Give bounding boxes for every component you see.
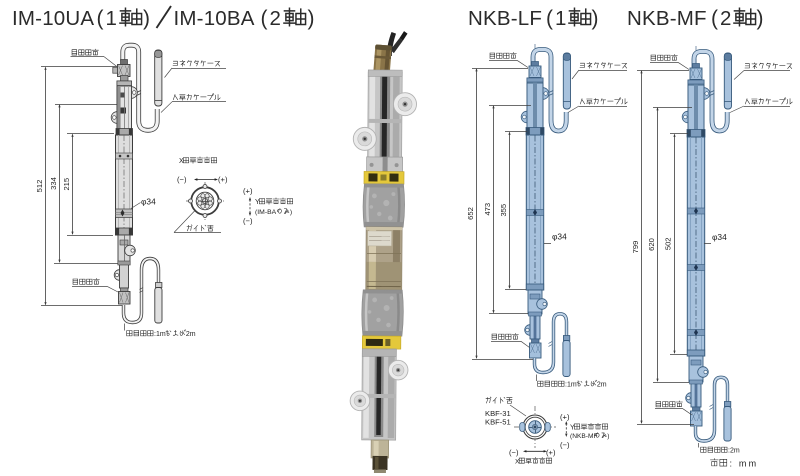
svg-text:): ) (143, 7, 150, 30)
svg-text:φ34: φ34 (712, 232, 727, 242)
svg-text:(: ( (711, 7, 718, 30)
svg-text::1m: :1m (154, 331, 166, 338)
svg-text:652: 652 (466, 207, 475, 220)
svg-text:KBF-51: KBF-51 (485, 418, 511, 427)
svg-text:(−): (−) (509, 448, 519, 457)
svg-text::1m: :1m (565, 382, 577, 389)
svg-text:355: 355 (499, 204, 508, 217)
svg-text:215: 215 (62, 178, 71, 191)
svg-text:X: X (179, 158, 184, 165)
svg-text:(: ( (261, 7, 268, 30)
svg-text:(+): (+) (546, 448, 556, 457)
svg-text:(+): (+) (560, 413, 570, 422)
svg-text:(+): (+) (218, 175, 228, 184)
svg-text:(: ( (546, 7, 553, 30)
svg-text:512: 512 (35, 180, 44, 193)
svg-text:φ34: φ34 (552, 232, 567, 242)
svg-text:620: 620 (647, 238, 656, 251)
svg-text:2m: 2m (597, 382, 607, 389)
svg-text:(−): (−) (560, 441, 570, 450)
svg-text:: mm: : mm (730, 459, 759, 469)
svg-text:NKB-MF: NKB-MF (627, 7, 707, 30)
svg-text:KBF-31: KBF-31 (485, 409, 511, 418)
svg-text:IM-10UA: IM-10UA (12, 7, 94, 30)
svg-text:): ) (757, 7, 764, 30)
svg-text:(−): (−) (177, 175, 187, 184)
svg-text:2: 2 (270, 7, 281, 30)
svg-text:NKB-LF: NKB-LF (468, 7, 542, 30)
svg-text:(+): (+) (243, 187, 253, 196)
svg-text:X: X (515, 458, 520, 465)
svg-text:(NKB-MF: (NKB-MF (570, 433, 597, 440)
svg-text:799: 799 (631, 241, 640, 254)
svg-text:φ34: φ34 (141, 197, 156, 207)
svg-text:(: ( (97, 7, 104, 30)
svg-text:473: 473 (483, 203, 492, 216)
svg-text:(IM-BA: (IM-BA (255, 209, 277, 216)
svg-text:334: 334 (49, 177, 58, 190)
svg-text:1: 1 (106, 7, 117, 30)
svg-text:502: 502 (664, 237, 673, 250)
svg-text:): ) (607, 433, 609, 440)
svg-text:Y: Y (255, 199, 260, 206)
svg-text:(−): (−) (243, 216, 253, 225)
svg-text:2m: 2m (186, 331, 196, 338)
svg-text:1: 1 (555, 7, 566, 30)
svg-text::2m: :2m (728, 448, 740, 455)
svg-text:Y: Y (570, 424, 575, 431)
svg-text:IM-10BA: IM-10BA (174, 7, 255, 30)
svg-text:): ) (308, 7, 315, 30)
svg-text:2: 2 (720, 7, 731, 30)
svg-text:): ) (592, 7, 599, 30)
svg-text:): ) (290, 209, 292, 216)
